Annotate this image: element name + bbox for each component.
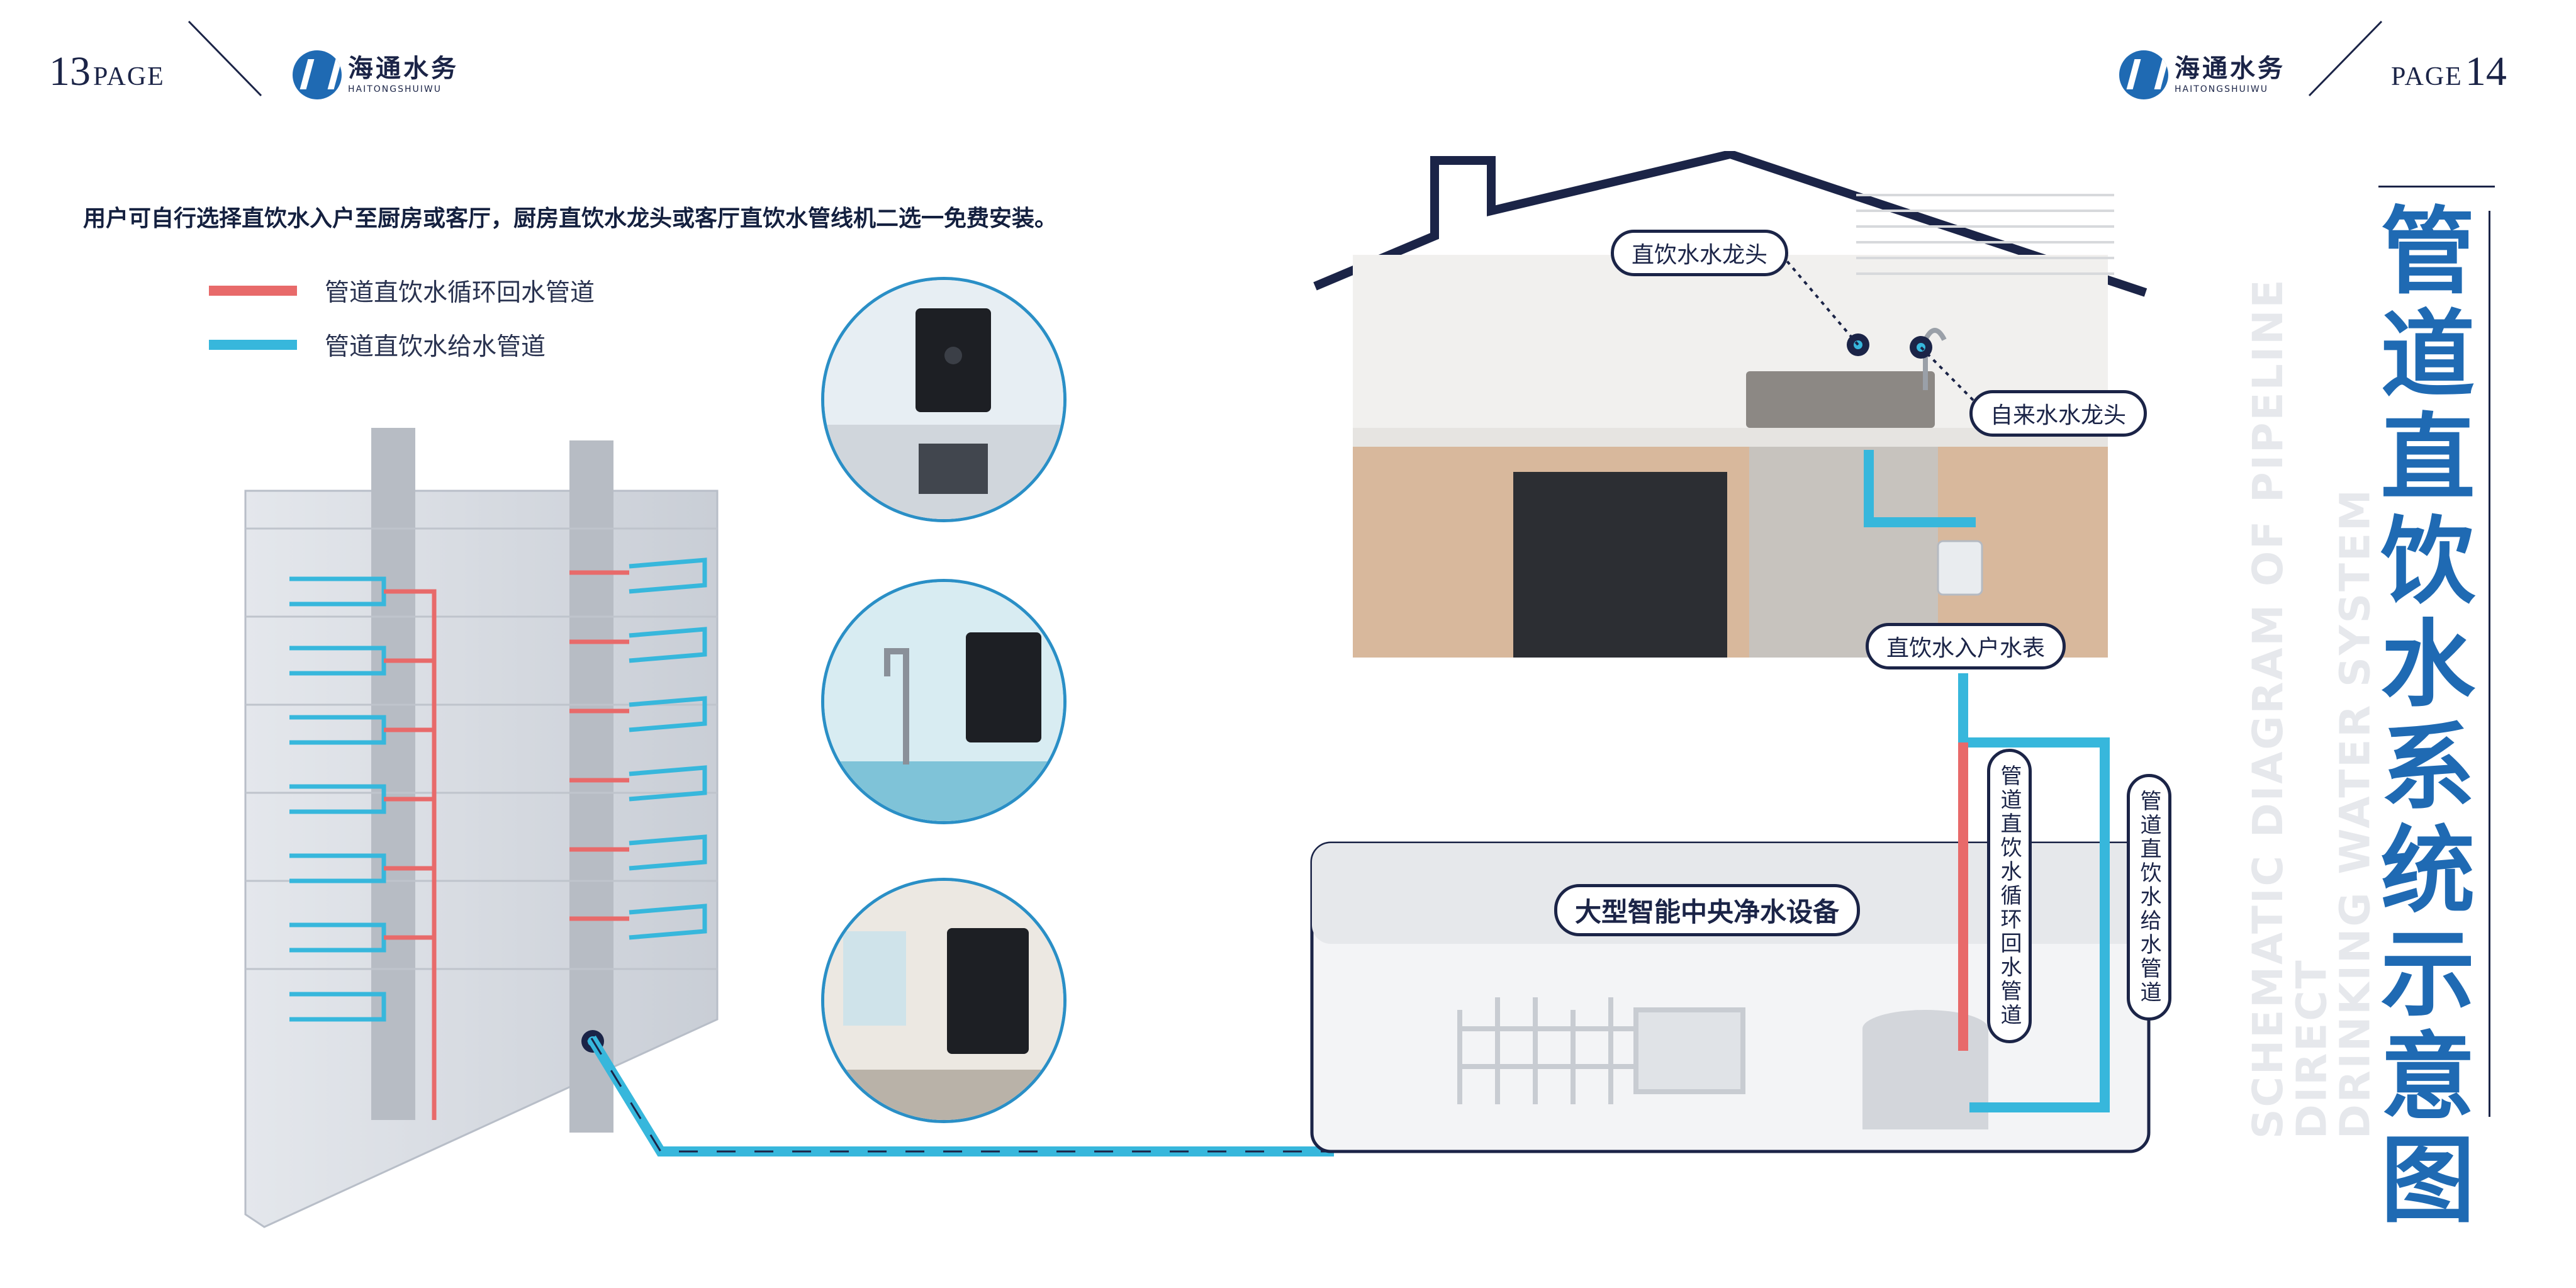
left-page-number: 13 PAGE bbox=[49, 48, 165, 96]
water-dispenser-icon bbox=[824, 280, 1063, 519]
right-logo: 海通水务 HAITONGSHUIWU bbox=[2119, 50, 2285, 99]
installation-note: 用户可自行选择直饮水入户至厨房或客厅，厨房直饮水龙头或客厅直饮水管线机二选一免费… bbox=[83, 206, 1058, 232]
label-water-meter: 直饮水入户水表 bbox=[1866, 623, 2066, 669]
logo-name-cn-right: 海通水务 bbox=[2175, 54, 2285, 83]
english-title-line-1: SCHEMATIC DIAGRAM OF PIPELINE DIRECT bbox=[2244, 277, 2336, 1139]
right-page-number: PAGE 14 bbox=[2391, 48, 2507, 96]
legend-item-return: 管道直饮水循环回水管道 bbox=[209, 273, 595, 308]
left-header-divider bbox=[188, 20, 262, 97]
logo-name-en: HAITONGSHUIWU bbox=[348, 84, 442, 94]
left-page-label: PAGE bbox=[93, 62, 165, 91]
right-page-label: PAGE bbox=[2391, 62, 2463, 91]
company-logo-icon bbox=[293, 50, 342, 99]
legend: 管道直饮水循环回水管道 管道直饮水给水管道 bbox=[209, 273, 595, 362]
supply-line-swatch bbox=[209, 340, 297, 350]
right-title-rule-vertical bbox=[2489, 211, 2490, 1117]
legend-label-supply: 管道直饮水给水管道 bbox=[325, 333, 546, 361]
label-return-pipe: 管道直饮水循环回水管道 bbox=[1987, 749, 2032, 1043]
label-supply-pipe: 管道直饮水给水管道 bbox=[2127, 774, 2171, 1021]
vertical-pipes bbox=[1958, 673, 2110, 1112]
left-page-number-value: 13 bbox=[49, 48, 91, 94]
right-page-number-value: 14 bbox=[2465, 48, 2507, 94]
dispenser-photo-wall bbox=[821, 878, 1067, 1123]
water-dispenser-icon bbox=[824, 582, 1063, 821]
label-central-equipment: 大型智能中央净水设备 bbox=[1554, 884, 1861, 936]
left-logo: 海通水务 HAITONGSHUIWU bbox=[293, 50, 459, 99]
logo-name-cn: 海通水务 bbox=[348, 54, 459, 83]
label-drinking-faucet: 直饮水水龙头 bbox=[1611, 230, 1789, 276]
label-tap-faucet: 自来水水龙头 bbox=[1969, 390, 2148, 437]
page-title: 管道直饮水系统示意图 bbox=[2365, 201, 2474, 1233]
right-header-divider bbox=[2308, 20, 2383, 97]
purification-equipment-icon bbox=[1457, 997, 1745, 1104]
legend-label-return: 管道直饮水循环回水管道 bbox=[325, 279, 595, 307]
right-title-rule bbox=[2378, 186, 2495, 188]
house-illustration bbox=[1313, 151, 2148, 658]
dispenser-photo-kitchen bbox=[821, 277, 1067, 522]
company-logo-icon bbox=[2119, 50, 2168, 99]
main-supply-pipe bbox=[587, 1035, 1334, 1156]
water-dispenser-icon bbox=[824, 881, 1063, 1120]
english-title: SCHEMATIC DIAGRAM OF PIPELINE DIRECT DRI… bbox=[2244, 195, 2380, 1139]
legend-item-supply: 管道直饮水给水管道 bbox=[209, 327, 595, 362]
return-line-swatch bbox=[209, 286, 297, 296]
dispenser-photo-livingroom bbox=[821, 579, 1067, 824]
logo-name-en-right: HAITONGSHUIWU bbox=[2175, 84, 2269, 94]
